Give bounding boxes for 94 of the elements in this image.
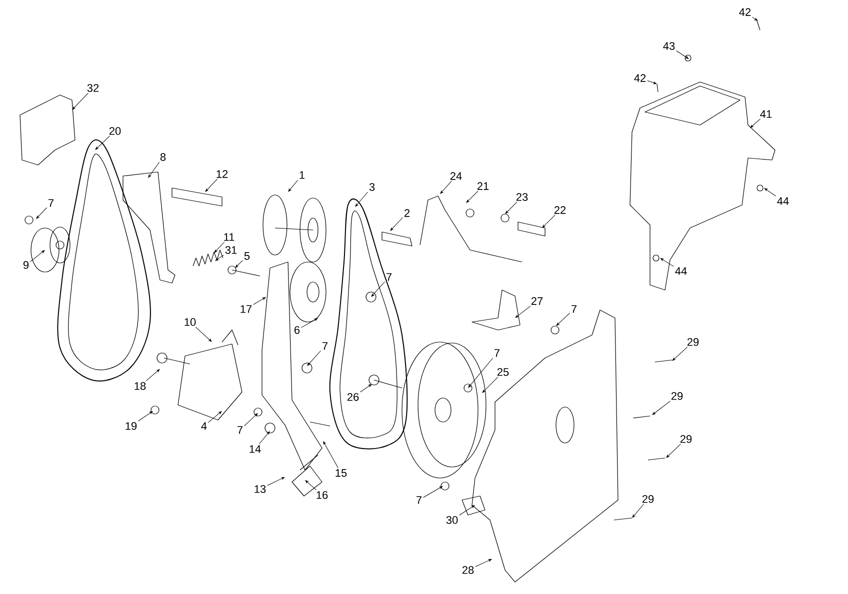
callout-number: 11 — [224, 233, 234, 241]
leader-line — [459, 505, 475, 516]
callout-number: 24 — [450, 172, 462, 180]
callout-number: 32 — [87, 84, 99, 92]
callout-number: 6 — [294, 326, 300, 334]
leader-line — [214, 242, 225, 253]
leader-line — [652, 400, 671, 415]
callout-number: 7 — [494, 349, 500, 357]
leader-line — [355, 192, 368, 207]
leader-line — [515, 306, 531, 318]
callout-number: 10 — [184, 318, 196, 326]
callout-number: 29 — [680, 435, 692, 443]
leader-line — [36, 207, 47, 219]
callout-number: 21 — [477, 182, 489, 190]
callout-number: 14 — [250, 445, 261, 453]
callout-number: 2 — [404, 209, 410, 217]
leader-line — [205, 178, 218, 192]
leader-line — [72, 92, 88, 110]
callout-number: 1 — [300, 171, 305, 179]
callout-number: 18 — [134, 382, 146, 390]
callout-number: 16 — [316, 491, 328, 499]
leader-line — [542, 214, 556, 228]
leader-line — [146, 369, 160, 382]
callout-number: 28 — [462, 566, 474, 574]
leader-line — [468, 358, 494, 388]
callout-number: 15 — [336, 469, 347, 477]
leader-line — [138, 411, 153, 422]
leader-line — [764, 188, 776, 196]
callout-number: 20 — [109, 127, 121, 135]
leader-line — [466, 190, 478, 203]
leader-line — [258, 431, 270, 444]
leader-line — [305, 480, 316, 490]
leader-line — [482, 376, 498, 393]
callout-number: 26 — [347, 393, 359, 401]
callout-number: 44 — [777, 197, 789, 205]
leader-line — [423, 486, 443, 498]
callout-number: 25 — [497, 368, 509, 376]
leader-line — [440, 180, 452, 194]
leader-line — [267, 477, 285, 486]
leader-line — [390, 217, 403, 231]
leader-line — [750, 118, 761, 128]
callout-number: 5 — [244, 252, 250, 260]
leader-line — [235, 260, 243, 268]
leader-line — [30, 250, 45, 262]
callout-number: 30 — [446, 516, 458, 524]
callout-number: 9 — [23, 261, 29, 269]
callout-number: 29 — [671, 392, 683, 400]
leader-line — [632, 504, 644, 518]
leader-line — [307, 350, 321, 366]
callout-number: 4 — [201, 422, 207, 430]
leader-line — [371, 281, 385, 297]
leader-line — [253, 297, 266, 305]
callout-number: 29 — [642, 495, 654, 503]
leader-line — [288, 180, 298, 192]
leader-line — [215, 254, 224, 261]
leader-line — [323, 441, 338, 468]
leader-line — [676, 50, 689, 59]
callout-number: 7 — [416, 496, 422, 504]
leader-line — [556, 312, 570, 326]
leader-line — [475, 559, 492, 567]
callout-number: 42 — [634, 74, 646, 82]
callout-number: 31 — [225, 246, 237, 254]
leader-line — [672, 346, 688, 361]
callout-number: 43 — [663, 42, 675, 50]
callout-number: 42 — [739, 8, 751, 16]
callout-number: 22 — [554, 206, 566, 214]
leader-line — [208, 411, 222, 423]
callout-number: 19 — [126, 422, 137, 430]
leader-line — [505, 202, 518, 214]
leader-line — [360, 384, 372, 392]
callout-number: 7 — [238, 426, 243, 434]
leader-line — [148, 162, 160, 178]
callout-number: 7 — [48, 199, 54, 207]
callout-number: 23 — [516, 193, 528, 201]
callout-number: 13 — [254, 485, 266, 493]
leader-line — [95, 136, 110, 150]
callout-number: 7 — [386, 273, 392, 281]
callout-number: 41 — [760, 110, 772, 118]
leader-line — [301, 318, 318, 328]
leader-line — [660, 258, 674, 267]
callout-number: 7 — [572, 305, 577, 313]
callout-number: 17 — [240, 305, 252, 313]
callout-number: 27 — [531, 297, 543, 305]
callout-number: 7 — [322, 342, 328, 350]
leader-line — [647, 80, 657, 84]
leader-line — [752, 16, 758, 21]
leader-line — [244, 413, 258, 426]
callout-number: 12 — [216, 170, 228, 178]
callout-number: 44 — [675, 267, 687, 275]
callout-number: 29 — [687, 338, 699, 346]
leader-line — [195, 326, 212, 342]
leader-line — [666, 444, 681, 458]
callout-number: 8 — [160, 153, 166, 161]
callout-number: 3 — [369, 183, 375, 191]
